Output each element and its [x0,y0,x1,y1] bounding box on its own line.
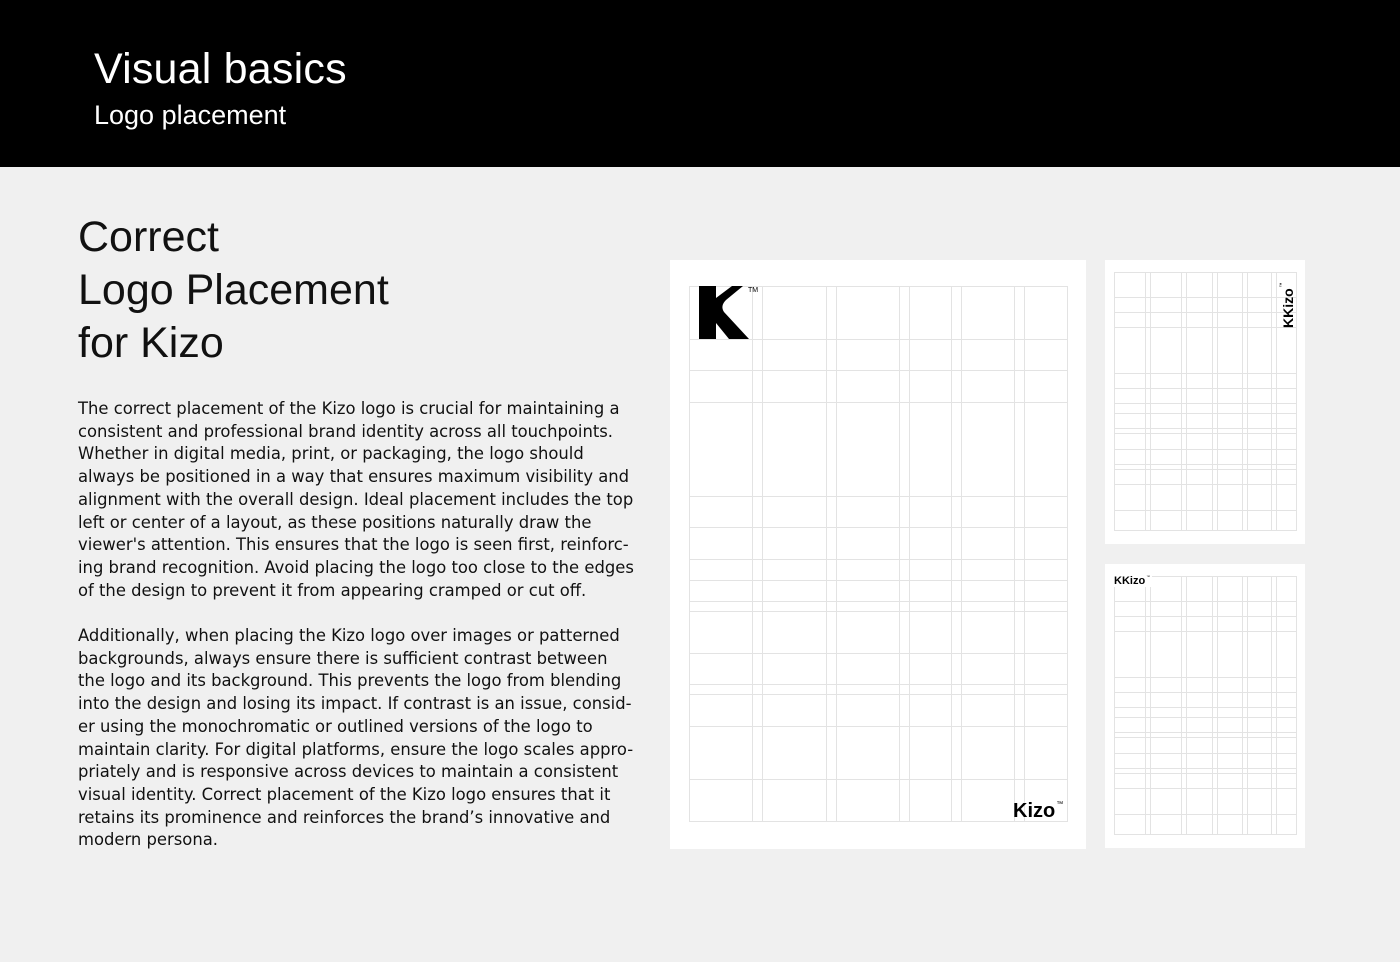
k-logo-icon [699,286,749,339]
heading-line-2: Logo Placement [78,266,389,314]
layout-card-large: TM Kizo™ [670,260,1086,849]
paragraph-2: Additionally, when placing the Kizo logo… [78,626,634,850]
layout-grid-small-top [1114,272,1297,531]
page-title: Visual basics [94,45,347,93]
layout-card-small-top: KKizo™ [1105,260,1305,544]
heading-line-1: Correct [78,213,219,261]
trademark-symbol: ™ [1279,282,1285,288]
trademark-symbol: ™ [1056,800,1064,808]
trademark-symbol: TM [748,287,758,294]
heading-line-3: for Kizo [78,319,224,367]
page-subtitle: Logo placement [94,100,287,130]
kizo-wordmark: Kizo™ [1013,801,1063,821]
trademark-symbol: ™ [1146,574,1151,579]
wordmark-text: Kizo [1121,575,1146,587]
kizo-horizontal-logo: KKizo™ [1114,574,1153,587]
body-copy: The correct placement of the Kizo logo i… [78,398,638,875]
wordmark-text: Kizo [1280,288,1296,318]
layout-grid-small-bottom [1114,576,1297,835]
wordmark-text: Kizo [1013,800,1056,822]
kizo-vertical-logo: KKizo™ [1279,282,1296,328]
layout-grid-large: TM [689,286,1068,822]
section-heading: Correct Logo Placement for Kizo [78,211,598,370]
k-logo-icon: K [1280,317,1296,328]
header-band: Visual basics Logo placement [0,0,1400,167]
k-logo-icon: K [1114,575,1122,587]
layout-card-small-bottom: KKizo™ [1105,564,1305,848]
paragraph-1: The correct placement of the Kizo logo i… [78,399,634,600]
